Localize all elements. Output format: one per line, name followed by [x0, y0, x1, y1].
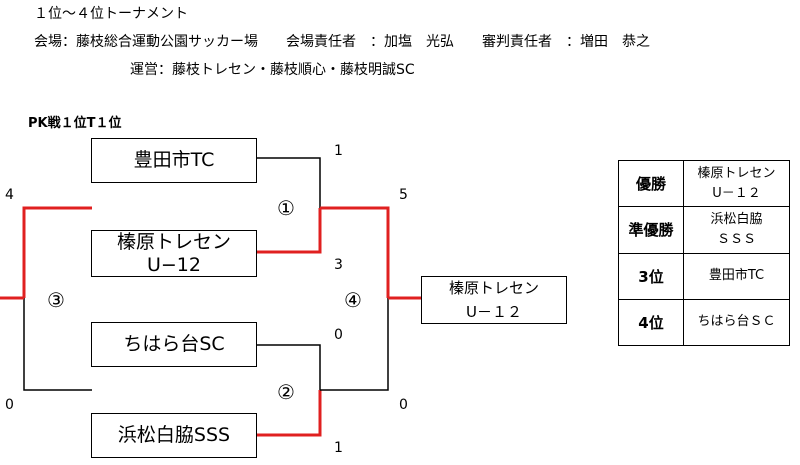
score-m1-bottom: 3	[334, 257, 343, 273]
box-line: U−12	[146, 253, 201, 276]
box-line: 榛原トレセン	[116, 230, 231, 253]
result-team-line: U－１２	[712, 185, 761, 201]
result-rank-label: 準優勝	[618, 206, 684, 254]
result-team-line: 榛原トレセン	[697, 165, 776, 181]
box-line: 浜松白脇SSS	[117, 424, 231, 446]
result-team: 浜松白脇 ＳＳＳ	[683, 206, 790, 254]
bracket-line-m1-bottom	[256, 208, 322, 254]
bracket-line-m2-top	[256, 344, 321, 390]
bracket-line-m2-bottom	[256, 390, 322, 437]
result-rank-label: 3位	[618, 252, 684, 300]
champion-box: 榛原トレセン U－１２	[421, 276, 567, 324]
match-label-1: ①	[277, 196, 295, 220]
results-row: 3位 豊田市TC	[618, 252, 790, 300]
organizer-info: 運営：藤枝トレセン・藤枝順心・藤枝明誠SC	[130, 62, 415, 78]
result-team: 豊田市TC	[683, 252, 790, 300]
team-box-chiharadai: ちはら台SC	[91, 322, 257, 367]
match-label-2: ②	[277, 380, 295, 404]
result-team-line: 豊田市TC	[708, 268, 765, 284]
page-title: １位～４位トーナメント	[34, 6, 188, 22]
result-team: 榛原トレセン U－１２	[683, 159, 790, 208]
result-rank-label: 4位	[618, 298, 684, 347]
score-m1-top: 1	[334, 143, 343, 159]
box-line: 豊田市TC	[133, 149, 215, 171]
venue-info: 会場：藤枝総合運動公園サッカー場 会場責任者 ：加塩 光弘 審判責任者 ：増田 …	[34, 34, 650, 50]
box-line: U－１２	[466, 303, 522, 321]
result-team-line: ちはら台ＳＣ	[697, 314, 776, 330]
bracket-line-m1-top	[256, 157, 321, 208]
results-row: 優勝榛原トレセン U－１２	[618, 159, 790, 208]
team-box-toyota: 豊田市TC	[91, 138, 257, 183]
score-third-top: 4	[5, 187, 14, 203]
section-label: PK戦１位T１位	[28, 116, 122, 131]
box-line: ちはら台SC	[123, 333, 225, 355]
team-box-hamamatsu: 浜松白脇SSS	[91, 413, 257, 458]
match-label-4: ④	[344, 288, 362, 312]
result-team: ちはら台ＳＣ	[683, 298, 790, 347]
bracket-line-final-bottom	[320, 298, 389, 391]
score-final-top: 5	[399, 187, 408, 203]
score-third-bottom: 0	[5, 397, 14, 413]
bracket-line-third-top	[22, 206, 92, 298]
results-row: 4位ちはら台ＳＣ	[618, 298, 790, 347]
match-label-3: ③	[47, 288, 65, 312]
score-m2-top: 0	[334, 327, 343, 343]
bracket-line-final-top	[320, 206, 390, 298]
score-final-bottom: 0	[399, 397, 408, 413]
result-team-line: ＳＳＳ	[716, 231, 756, 247]
results-table: 優勝榛原トレセン U－１２ 準優勝 浜松白脇 ＳＳＳ 3位 豊田市TC 4位ちはら台ＳＣ	[618, 159, 790, 347]
score-m2-bottom: 1	[334, 440, 343, 456]
result-rank-label: 優勝	[618, 159, 684, 208]
bracket-line-third-bottom	[23, 298, 92, 391]
results-row: 準優勝 浜松白脇 ＳＳＳ	[618, 206, 790, 254]
result-team-line: 浜松白脇	[710, 211, 763, 227]
box-line: 榛原トレセン	[448, 279, 539, 297]
